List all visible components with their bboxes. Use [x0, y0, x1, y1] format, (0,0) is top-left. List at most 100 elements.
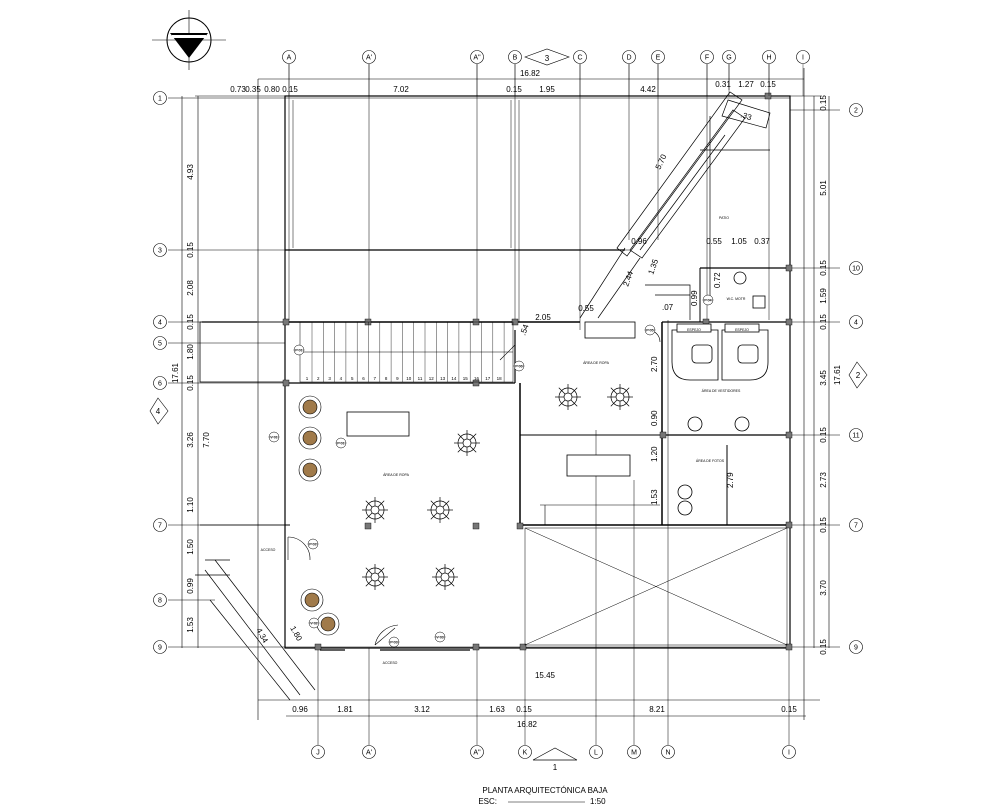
- axis-bottom-7: I: [782, 745, 796, 759]
- dim-top-8: 4.42: [640, 85, 656, 94]
- stair-step-17: 17: [485, 376, 491, 381]
- axis-top-5: D: [622, 50, 636, 64]
- stair-step-12: 12: [429, 376, 435, 381]
- axis-right-1-label: 10: [852, 266, 860, 273]
- dim-055-a: 0.55: [578, 304, 594, 313]
- axis-bottom-0: J: [311, 745, 325, 759]
- stair-step-11: 11: [418, 376, 423, 381]
- axis-bottom-4: L: [589, 745, 603, 759]
- stair-step-1: 1: [306, 376, 309, 381]
- axis-top-7: F: [700, 50, 714, 64]
- door-swings: [287, 329, 661, 646]
- door-tags: P 01P 01P 02P 03P 04P 05P 06V 01V 02V 03: [268, 294, 714, 648]
- label-espejo-1: ESPEJO: [687, 328, 701, 332]
- axis-top-8-label: G: [726, 55, 731, 62]
- dim-right-d10: 3.70: [819, 580, 828, 596]
- axis-bottom-1-label: A': [366, 750, 372, 757]
- axis-top-3: B: [508, 50, 522, 64]
- dim-left-d6: 0.15: [186, 375, 195, 391]
- armchair-icon: [298, 426, 322, 450]
- north-arrow-icon: [152, 10, 226, 70]
- dim-left-d8: 7.70: [202, 432, 211, 448]
- scale-label: ESC:: [478, 797, 497, 806]
- dim-120: 1.20: [650, 446, 659, 462]
- dim-left-d4: 0.15: [186, 314, 195, 330]
- door-tag-label-1: P 01: [337, 442, 344, 446]
- dim-right-d9: 0.15: [819, 517, 828, 533]
- door-tag-2: P 02: [307, 538, 319, 550]
- dim-left-d9: 1.10: [186, 497, 195, 513]
- dim-stair-length: 5.70: [654, 152, 669, 170]
- door-tag-label-5: P 05: [646, 329, 653, 333]
- stair-step-4: 4: [340, 376, 343, 381]
- axis-right-3-label: 11: [852, 433, 859, 440]
- dim-top-3: 0.80: [264, 85, 280, 94]
- dim-left-d5: 1.80: [186, 344, 195, 360]
- stair-step-15: 15: [463, 376, 469, 381]
- dim-055-b: 0.55: [706, 237, 722, 246]
- armchair-icon: [298, 458, 322, 482]
- axis-bottom-5-label: M: [631, 750, 637, 757]
- label-acceso-1: ACCESO: [261, 548, 276, 552]
- section-mark-bottom: 1: [532, 747, 578, 772]
- label-wc: W.C. MOTR: [727, 297, 746, 301]
- stair-step-16: 16: [474, 376, 480, 381]
- dim-right-d7: 0.15: [819, 427, 828, 443]
- axis-top-0-label: A: [287, 55, 292, 62]
- windows: [202, 321, 470, 651]
- axis-top-5-label: D: [626, 55, 631, 62]
- dim-right-d4: 1.59: [819, 288, 828, 304]
- door-tag-4: P 04: [702, 294, 714, 306]
- dimensions-right: 0.155.010.151.590.153.450.152.730.153.70…: [819, 95, 842, 655]
- axis-top-0: A: [282, 50, 296, 64]
- dim-279: 2.79: [726, 472, 735, 488]
- dim-07: .07: [662, 303, 674, 312]
- dim-top-5: 7.02: [393, 85, 409, 94]
- axis-bottom-6: N: [661, 745, 675, 759]
- door-tag-1: P 01: [335, 437, 347, 449]
- axis-top-3-label: B: [513, 55, 518, 62]
- axis-top-10: I: [796, 50, 810, 64]
- axis-right-0: 2: [849, 103, 863, 117]
- door-tag-0: P 01: [293, 344, 305, 356]
- axis-left-4-label: 6: [158, 381, 162, 388]
- straight-stair: [299, 321, 514, 383]
- section-mark-left: 4: [149, 397, 169, 425]
- axis-right-2-label: 4: [854, 320, 858, 327]
- axis-right-4-label: 7: [854, 523, 858, 530]
- dim-top-total: 16.82: [520, 69, 541, 78]
- dim-205: 2.05: [535, 313, 551, 322]
- columns: [282, 92, 793, 651]
- dim-153: 1.53: [650, 489, 659, 505]
- dimensions-top: 16.82 0.73 0.35 0.80 0.15 7.02 0.15 1.95…: [230, 69, 776, 94]
- dim-244: 2.44: [621, 269, 635, 287]
- armchair-icon: [300, 588, 324, 612]
- dim-top-1: 0.73: [230, 85, 246, 94]
- dim-bottom-1: 0.96: [292, 705, 308, 714]
- door-tag-9: V 03: [434, 631, 446, 643]
- axis-right-3: 11: [849, 428, 863, 442]
- dim-left-d1: 4.93: [186, 164, 195, 180]
- axis-top-7-label: F: [705, 55, 709, 62]
- axis-left-5-label: 7: [158, 523, 162, 530]
- grid-lines-vertical: [288, 64, 790, 745]
- axis-top-9: H: [762, 50, 776, 64]
- axis-right-2: 4: [849, 315, 863, 329]
- dim-bottom-2: 1.81: [337, 705, 353, 714]
- dim-top-4: 0.15: [282, 85, 298, 94]
- dim-left-d3: 2.08: [186, 280, 195, 296]
- dim-left-d12: 1.53: [186, 617, 195, 633]
- dim-left-d10: 1.50: [186, 539, 195, 555]
- furniture-tables: [346, 321, 636, 477]
- dim-bottom-3: 3.12: [414, 705, 430, 714]
- axis-left-4: 6: [153, 376, 167, 390]
- dim-135: 1.35: [646, 257, 660, 275]
- stair-step-8: 8: [385, 376, 388, 381]
- label-patio: PATIO: [719, 216, 729, 220]
- rack-icon: [454, 430, 480, 456]
